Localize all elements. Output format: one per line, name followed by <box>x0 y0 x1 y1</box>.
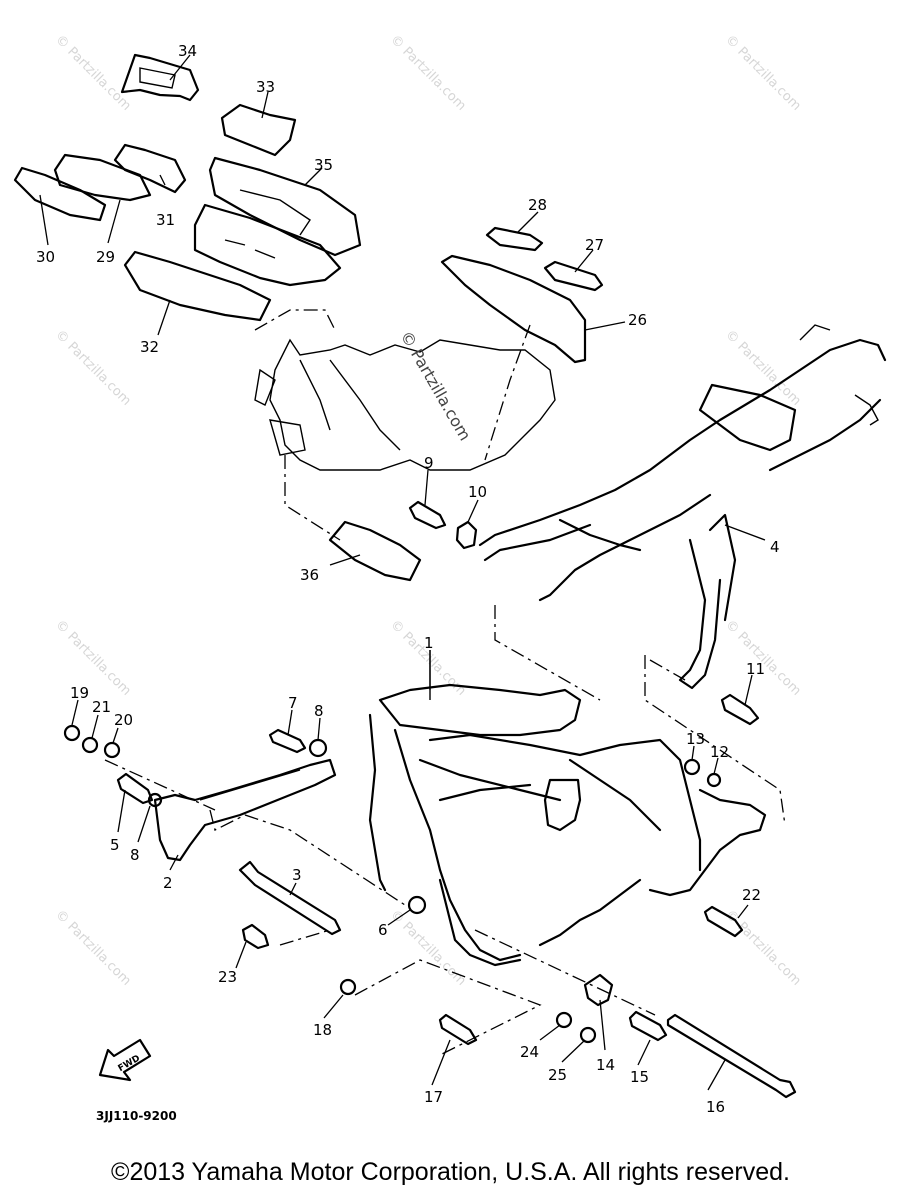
part-9-bolt[interactable] <box>408 500 447 530</box>
watermark: © Partzilla.com <box>52 327 134 409</box>
part-30-cover[interactable] <box>13 166 107 222</box>
center-watermark: © Partzilla.com <box>397 328 475 444</box>
part-22-bolt[interactable] <box>703 905 744 938</box>
watermark: © Partzilla.com <box>52 617 134 699</box>
callout-5: 5 <box>110 836 120 854</box>
part-2-bracket[interactable] <box>153 758 337 862</box>
callout-15: 15 <box>630 1068 649 1086</box>
part-12-washer[interactable] <box>706 772 722 788</box>
callout-26: 26 <box>628 311 647 329</box>
callout-35: 35 <box>314 156 333 174</box>
callout-18: 18 <box>313 1021 332 1039</box>
callout-32: 32 <box>140 338 159 356</box>
leader-lines <box>39 54 766 1091</box>
part-14-bracket[interactable] <box>583 973 614 1007</box>
callout-11: 11 <box>746 660 765 678</box>
callout-23: 23 <box>218 968 237 986</box>
callout-16: 16 <box>706 1098 725 1116</box>
part-20-collar[interactable] <box>103 741 121 759</box>
assembly-lines <box>104 309 786 1056</box>
watermarks: © Partzilla.com © Partzilla.com © Partzi… <box>52 32 804 989</box>
part-3-bolt[interactable] <box>238 860 342 936</box>
part-35-cover[interactable] <box>193 156 362 287</box>
part-36-cover[interactable] <box>328 520 422 582</box>
part-7-bolt[interactable] <box>268 728 307 754</box>
callout-36: 36 <box>300 566 319 584</box>
part-25-nut[interactable] <box>579 1026 597 1044</box>
part-5-bolt[interactable] <box>116 772 154 805</box>
watermark: © Partzilla.com <box>387 32 469 114</box>
callout-21: 21 <box>92 698 111 716</box>
watermark: © Partzilla.com <box>52 32 134 114</box>
part-16-bolt[interactable] <box>666 1013 797 1099</box>
callout-27: 27 <box>585 236 604 254</box>
watermark: © Partzilla.com <box>52 907 134 989</box>
part-15-bolt[interactable] <box>628 1010 668 1042</box>
part-6-collar[interactable] <box>407 895 427 915</box>
callout-13: 13 <box>686 730 705 748</box>
callout-29: 29 <box>96 248 115 266</box>
callouts: 34 33 35 30 29 31 32 28 27 26 9 10 4 36 … <box>36 42 780 1116</box>
part-4-subframe[interactable] <box>478 324 887 690</box>
callout-30: 30 <box>36 248 55 266</box>
part-34-cover[interactable] <box>120 53 200 102</box>
callout-34: 34 <box>178 42 197 60</box>
callout-25: 25 <box>548 1066 567 1084</box>
callout-8b: 8 <box>130 846 140 864</box>
callout-12: 12 <box>710 743 729 761</box>
callout-22: 22 <box>742 886 761 904</box>
part-29-cover[interactable] <box>53 153 152 202</box>
callout-33: 33 <box>256 78 275 96</box>
callout-17: 17 <box>424 1088 443 1106</box>
callout-4: 4 <box>770 538 780 556</box>
diagram-code: 3JJ110-9200 <box>96 1109 177 1123</box>
fwd-label: FWD <box>117 1054 142 1074</box>
callout-8: 8 <box>314 702 324 720</box>
part-27-plate[interactable] <box>543 260 604 292</box>
part-1-frame[interactable] <box>368 650 767 967</box>
part-28-plate[interactable] <box>485 226 544 252</box>
part-33-cover[interactable] <box>220 103 297 157</box>
watermark: © Partzilla.com <box>722 32 804 114</box>
part-8-collar-lower[interactable] <box>147 792 163 808</box>
engine-outline: © Partzilla.com <box>254 328 556 471</box>
callout-10: 10 <box>468 483 487 501</box>
callout-2: 2 <box>163 874 173 892</box>
part-13-collar[interactable] <box>683 758 701 776</box>
part-8-collar[interactable] <box>308 738 328 758</box>
callout-19: 19 <box>70 684 89 702</box>
part-24-nut[interactable] <box>555 1011 573 1029</box>
part-23-bolt[interactable] <box>241 923 270 950</box>
callout-14: 14 <box>596 1056 615 1074</box>
callout-7: 7 <box>288 694 298 712</box>
part-26-cover[interactable] <box>440 254 587 364</box>
watermark: © Partzilla.com <box>387 907 469 989</box>
watermark: © Partzilla.com <box>722 617 804 699</box>
fwd-arrow: FWD <box>98 1038 152 1082</box>
callout-3: 3 <box>292 866 302 884</box>
copyright-notice: ©2013 Yamaha Motor Corporation, U.S.A. A… <box>111 1158 790 1186</box>
callout-1: 1 <box>424 634 434 652</box>
part-19-nut[interactable] <box>63 724 81 742</box>
part-17-bolt[interactable] <box>438 1013 478 1046</box>
part-10-nut[interactable] <box>455 520 478 550</box>
part-18-collar[interactable] <box>339 978 357 996</box>
callout-31: 31 <box>156 211 175 229</box>
part-21-washer[interactable] <box>81 736 99 754</box>
part-11-bolt[interactable] <box>720 693 760 726</box>
callout-24: 24 <box>520 1043 539 1061</box>
callout-20: 20 <box>114 711 133 729</box>
part-32-cover[interactable] <box>123 250 272 322</box>
callout-6: 6 <box>378 921 388 939</box>
callout-28: 28 <box>528 196 547 214</box>
callout-9: 9 <box>424 454 434 472</box>
